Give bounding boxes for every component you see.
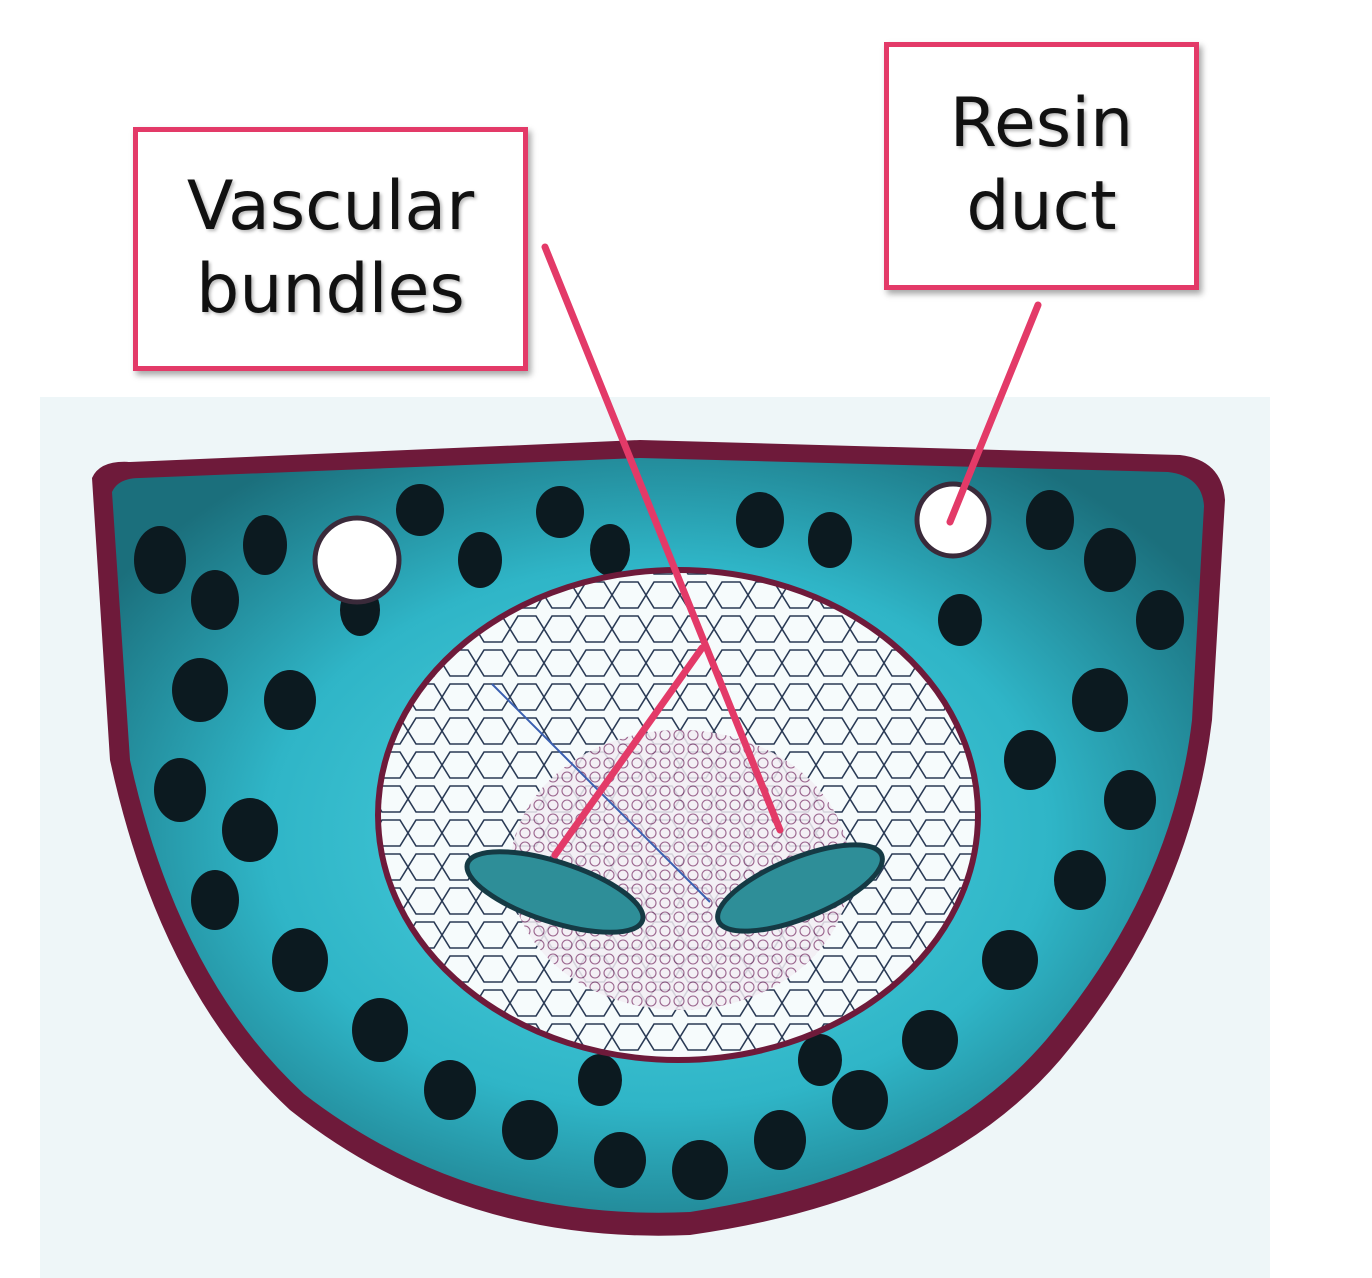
- mesophyll-dark-cells: [134, 484, 1184, 1200]
- resin-duct-label: Resin duct: [884, 42, 1199, 290]
- vascular-bundle-left: [464, 849, 646, 935]
- annotation-leaders: [541, 243, 1042, 859]
- leader-vascular-left: [551, 644, 706, 859]
- vascular-bundle-right: [715, 842, 885, 934]
- vascular-bundles-label: Vascular bundles: [133, 127, 528, 371]
- leader-resin: [946, 301, 1042, 526]
- resin-duct-left: [312, 515, 402, 605]
- vascular-label-line1: Vascular: [186, 167, 475, 247]
- vascular-label-line2: bundles: [196, 250, 465, 329]
- leader-vascular-right: [541, 243, 784, 834]
- resin-label-line2: duct: [966, 167, 1117, 246]
- resin-label-line1: Resin: [949, 84, 1134, 164]
